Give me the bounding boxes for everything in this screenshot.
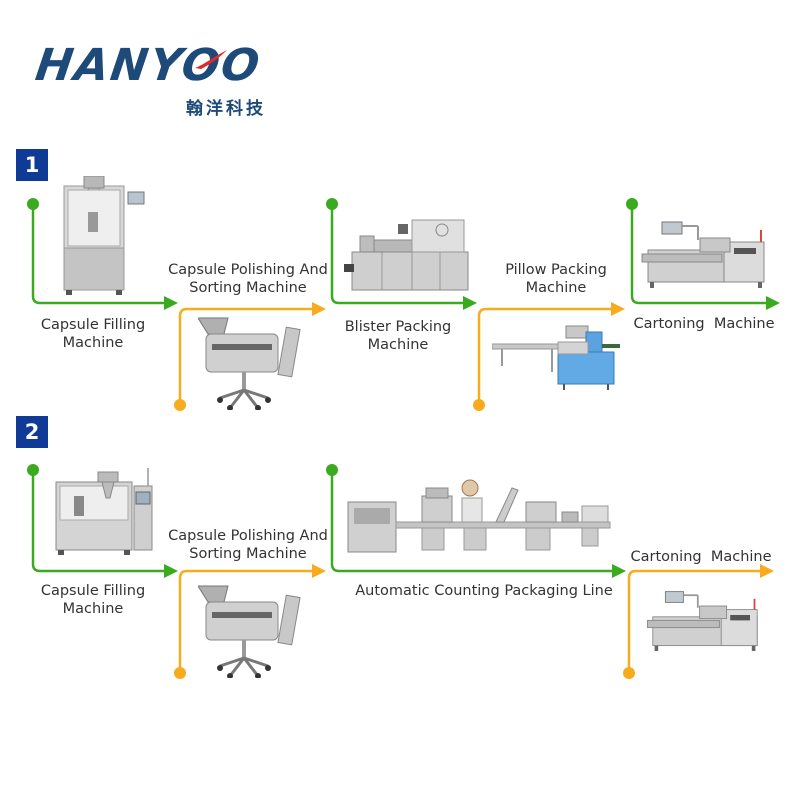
label-capsule-polishing-1: Capsule Polishing And Sorting Machine xyxy=(168,262,328,296)
logo-swoosh-icon xyxy=(195,50,227,69)
hanyoo-logo: HANYOO 翰洋科技 xyxy=(32,40,306,119)
blister-packing-machine-image xyxy=(342,218,470,296)
capsule-polishing-machine-image xyxy=(198,314,306,410)
cartoning-machine-image-row1 xyxy=(640,218,772,298)
logo-wordmark: HANYOO xyxy=(32,40,265,91)
process-line-1-badge: 1 xyxy=(16,149,48,181)
label-cartoning-2: Cartoning Machine xyxy=(630,549,772,565)
label-blister-packing: Blister Packing Machine xyxy=(344,319,452,353)
pillow-packing-machine-image xyxy=(492,322,620,394)
label-automatic-counting-line: Automatic Counting Packaging Line xyxy=(355,583,613,599)
capsule-polishing-machine-image-row2 xyxy=(198,582,306,678)
capsule-filling-machine-image-row2 xyxy=(54,468,154,556)
cartoning-machine-image-row2 xyxy=(640,588,770,660)
label-capsule-filling-machine-2: Capsule Filling Machine xyxy=(40,583,146,617)
capsule-filling-machine-image xyxy=(58,176,146,296)
label-capsule-polishing-2: Capsule Polishing And Sorting Machine xyxy=(168,528,328,562)
logo-subtitle: 翰洋科技 xyxy=(186,99,266,119)
process-line-2-badge: 2 xyxy=(16,416,48,448)
row1-step1-start-dot xyxy=(27,198,39,210)
label-cartoning-1: Cartoning Machine xyxy=(633,316,775,332)
label-pillow-packing: Pillow Packing Machine xyxy=(505,262,607,296)
automatic-counting-packaging-line-image xyxy=(346,478,614,558)
label-capsule-filling-machine-1: Capsule Filling Machine xyxy=(40,317,146,351)
